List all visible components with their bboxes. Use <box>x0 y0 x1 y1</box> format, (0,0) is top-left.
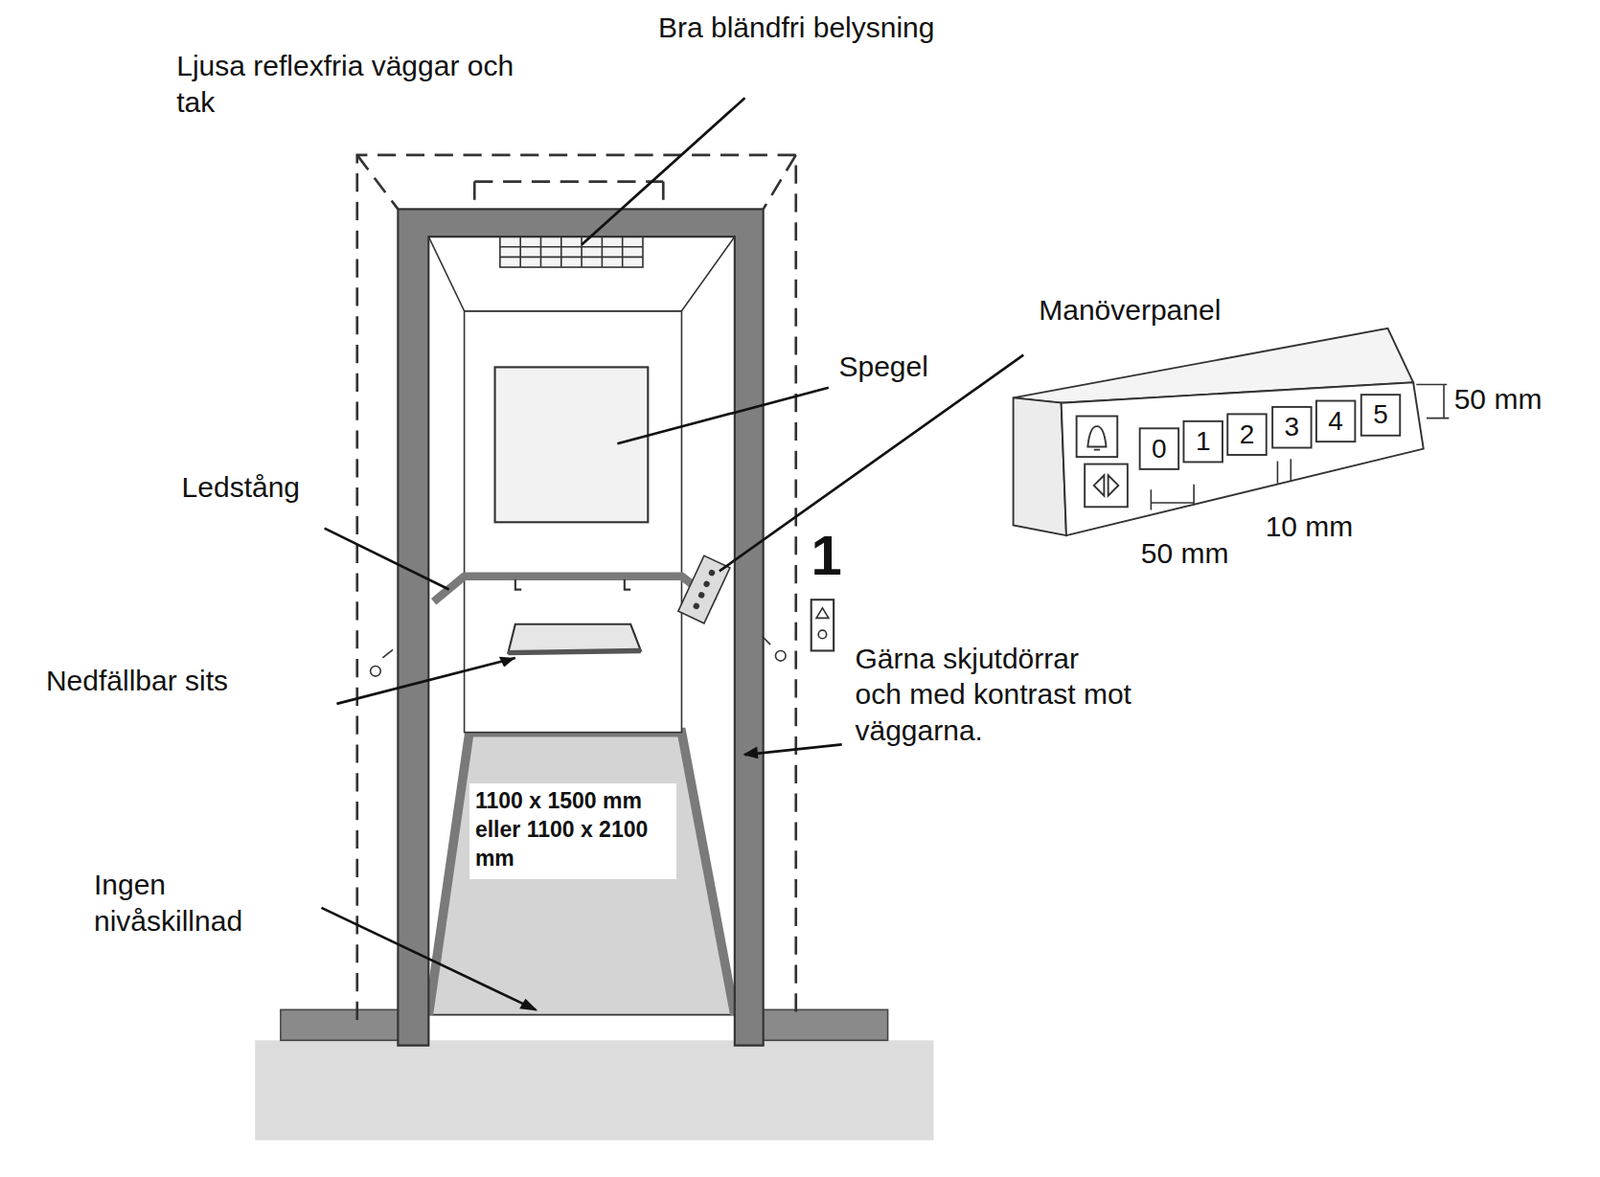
dimension-text: 1100 x 1500 mm eller 1100 x 2100 mm <box>475 787 667 874</box>
callout-label: Spegel <box>838 348 928 386</box>
door-detail <box>370 637 786 678</box>
door-frame <box>397 208 763 1046</box>
mirror <box>495 366 649 523</box>
button-digit: 1 <box>1195 428 1212 456</box>
button-digit: 2 <box>1239 421 1256 449</box>
callout-label: Ledstång <box>182 469 300 506</box>
ceiling-light <box>500 236 643 268</box>
seat-edge <box>507 650 640 653</box>
callout-label: Ingen nivåskillnad <box>93 867 288 939</box>
floor-number: 1 <box>811 527 843 584</box>
callout-label: Nedfällbar sits <box>45 662 229 700</box>
callout-label: Ljusa reflexfria väggar och tak <box>176 47 554 120</box>
callout-label: Gärna skjutdörrar och med kontrast mot v… <box>855 640 1134 750</box>
button-digit: 4 <box>1327 408 1344 435</box>
button-digit: 0 <box>1151 435 1167 463</box>
dimension-label: 50 mm <box>1454 381 1543 418</box>
control-panel-drawing <box>1013 328 1424 536</box>
leader-line <box>320 97 1024 1010</box>
ceiling <box>428 236 735 312</box>
handrail-bracket <box>515 579 631 591</box>
back-wall <box>464 311 683 733</box>
floor-area <box>254 1040 934 1141</box>
callout-label: Bra bländfri belysning <box>658 9 936 46</box>
call-button <box>811 599 834 651</box>
panel-title: Manöverpanel <box>1038 292 1221 329</box>
dimension-label: 50 mm <box>1141 535 1230 572</box>
dimension-box: 1100 x 1500 mm eller 1100 x 2100 mm <box>469 783 677 880</box>
cabin-floor <box>428 732 735 1016</box>
button-digit: 5 <box>1372 401 1389 429</box>
button-digit: 3 <box>1284 413 1301 441</box>
handrail <box>434 576 715 603</box>
dimension-line <box>1150 385 1449 511</box>
cabin-control-panel <box>678 555 731 624</box>
fold-down-seat <box>507 624 640 654</box>
floor-slab <box>750 1009 889 1041</box>
floor-skirting <box>428 732 735 1016</box>
dimension-label: 10 mm <box>1265 508 1354 546</box>
